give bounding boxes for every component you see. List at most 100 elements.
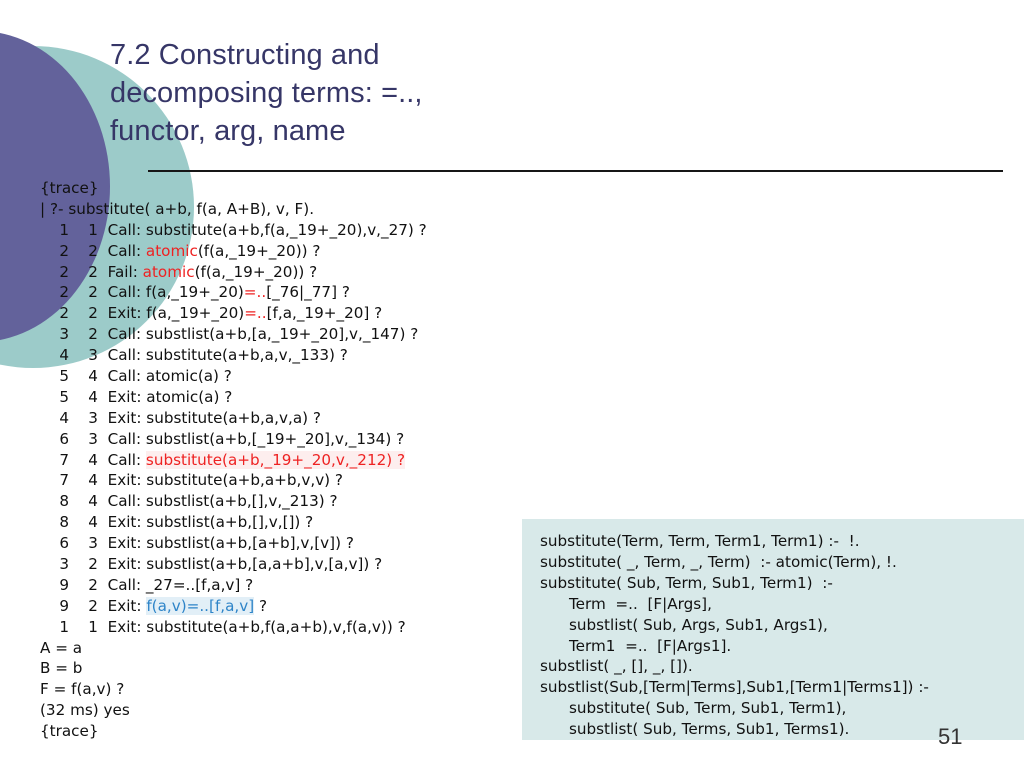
trace-indent <box>40 429 59 450</box>
trace-text: [_76|_77] ? <box>266 283 350 302</box>
trace-indent <box>40 408 59 429</box>
trace-highlight-token: f(a,v)=..[f,a,v] <box>146 596 255 615</box>
trace-indent <box>40 366 59 387</box>
trace-line: 8 4 Exit: substlist(a+b,[],v,[]) ? <box>40 512 427 533</box>
trace-indent <box>40 324 59 345</box>
trace-text: {trace} <box>40 722 99 741</box>
trace-line: 2 2 Exit: f(a,_19+_20)=..[f,a,_19+_20] ? <box>40 303 427 324</box>
trace-indent <box>40 617 59 638</box>
trace-text: A = a <box>40 638 83 657</box>
trace-line: 6 3 Exit: substlist(a+b,[a+b],v,[v]) ? <box>40 533 427 554</box>
trace-highlight-token: atomic <box>145 241 198 260</box>
trace-line: 7 4 Exit: substitute(a+b,a+b,v,v) ? <box>40 470 427 491</box>
trace-text: 3 2 Exit: substlist(a+b,[a,a+b],v,[a,v])… <box>59 555 383 574</box>
trace-line: 8 4 Call: substlist(a+b,[],v,_213) ? <box>40 491 427 512</box>
trace-highlight-token: substitute(a+b,_19+_20,v,_212) ? <box>145 450 406 469</box>
code-line: substlist( Sub, Terms, Sub1, Terms1). <box>540 720 850 739</box>
trace-text: 9 2 Call: _27=..[f,a,v] ? <box>59 575 254 594</box>
trace-text: | ?- substitute( a+b, f(a, A+B), v, F). <box>40 199 315 218</box>
code-line: substitute( Sub, Term, Sub1, Term1) :- <box>540 573 833 592</box>
code-line: substitute( Sub, Term, Sub1, Term1), <box>540 699 847 718</box>
trace-text: 4 3 Exit: substitute(a+b,a,v,a) ? <box>59 408 321 427</box>
decorative-circles <box>0 0 340 430</box>
code-line: substlist( Sub, Args, Sub1, Args1), <box>540 615 828 634</box>
slide-title: 7.2 Constructing and decomposing terms: … <box>110 39 423 147</box>
trace-line: {trace} <box>40 721 427 742</box>
trace-text: 8 4 Exit: substlist(a+b,[],v,[]) ? <box>59 513 314 532</box>
trace-line: 5 4 Call: atomic(a) ? <box>40 366 427 387</box>
trace-text: 8 4 Call: substlist(a+b,[],v,_213) ? <box>59 492 338 511</box>
trace-text: 4 3 Call: substitute(a+b,a,v,_133) ? <box>59 346 348 365</box>
trace-line: 1 1 Exit: substitute(a+b,f(a,a+b),v,f(a,… <box>40 617 427 638</box>
trace-line: 3 2 Exit: substlist(a+b,[a,a+b],v,[a,v])… <box>40 554 427 575</box>
trace-text: F = f(a,v) ? <box>40 680 125 699</box>
trace-line: (32 ms) yes <box>40 700 427 721</box>
trace-text: 6 3 Exit: substlist(a+b,[a+b],v,[v]) ? <box>59 534 354 553</box>
trace-text: 2 2 Call: <box>59 241 146 260</box>
trace-text: 3 2 Call: substlist(a+b,[a,_19+_20],v,_1… <box>59 325 419 344</box>
trace-indent <box>40 282 59 303</box>
trace-line: 9 2 Exit: f(a,v)=..[f,a,v] ? <box>40 596 427 617</box>
trace-indent <box>40 303 59 324</box>
trace-text: 1 1 Exit: substitute(a+b,f(a,a+b),v,f(a,… <box>59 617 406 636</box>
code-line: Term1 =.. [F|Args1]. <box>540 636 732 655</box>
trace-text: B = b <box>40 659 83 678</box>
code-line: Term =.. [F|Args], <box>540 594 712 613</box>
trace-line: 2 2 Call: atomic(f(a,_19+_20)) ? <box>40 241 427 262</box>
trace-indent <box>40 241 59 262</box>
trace-text: (f(a,_19+_20)) ? <box>194 262 318 281</box>
trace-indent <box>40 345 59 366</box>
trace-line: 9 2 Call: _27=..[f,a,v] ? <box>40 575 427 596</box>
trace-indent <box>40 387 59 408</box>
trace-indent <box>40 596 59 617</box>
trace-text: {trace} <box>40 179 99 197</box>
trace-line: | ?- substitute( a+b, f(a, A+B), v, F). <box>40 199 427 220</box>
prolog-trace-output: {trace} | ?- substitute( a+b, f(a, A+B), … <box>40 178 427 742</box>
code-line: substitute(Term, Term, Term1, Term1) :- … <box>540 532 860 550</box>
trace-text: 5 4 Call: atomic(a) ? <box>59 367 232 386</box>
trace-indent <box>40 262 59 283</box>
trace-line: F = f(a,v) ? <box>40 679 427 700</box>
trace-text: 9 2 Exit: <box>59 596 147 615</box>
trace-text: 7 4 Exit: substitute(a+b,a+b,v,v) ? <box>59 471 343 490</box>
trace-line: 5 4 Exit: atomic(a) ? <box>40 387 427 408</box>
title-divider-rule <box>148 170 1003 172</box>
trace-line: {trace} <box>40 178 427 199</box>
trace-line: 1 1 Call: substitute(a+b,f(a,_19+_20),v,… <box>40 220 427 241</box>
prolog-source-code-panel: substitute(Term, Term, Term1, Term1) :- … <box>522 519 1024 740</box>
code-line: substlist( _, [], _, []). <box>540 657 693 676</box>
trace-text: 5 4 Exit: atomic(a) ? <box>59 387 233 406</box>
trace-text: [f,a,_19+_20] ? <box>266 304 383 323</box>
code-line: substitute( _, Term, _, Term) :- atomic(… <box>540 552 897 571</box>
trace-indent <box>40 554 59 575</box>
trace-line: 4 3 Call: substitute(a+b,a,v,_133) ? <box>40 345 427 366</box>
trace-indent <box>40 220 59 241</box>
trace-text: 6 3 Call: substlist(a+b,[_19+_20],v,_134… <box>59 429 405 448</box>
trace-line: 3 2 Call: substlist(a+b,[a,_19+_20],v,_1… <box>40 324 427 345</box>
trace-indent <box>40 450 59 471</box>
trace-line: 4 3 Exit: substitute(a+b,a,v,a) ? <box>40 408 427 429</box>
trace-line: 7 4 Call: substitute(a+b,_19+_20,v,_212)… <box>40 450 427 471</box>
trace-indent <box>40 512 59 533</box>
trace-text: 1 1 Call: substitute(a+b,f(a,_19+_20),v,… <box>59 220 427 239</box>
trace-text: 2 2 Call: f(a,_19+_20) <box>59 283 244 302</box>
code-line: substlist(Sub,[Term|Terms],Sub1,[Term1|T… <box>540 678 929 697</box>
trace-indent <box>40 575 59 596</box>
trace-text: 7 4 Call: <box>59 450 146 469</box>
trace-indent <box>40 533 59 554</box>
trace-line: 6 3 Call: substlist(a+b,[_19+_20],v,_134… <box>40 429 427 450</box>
trace-indent <box>40 470 59 491</box>
trace-line: 2 2 Call: f(a,_19+_20)=..[_76|_77] ? <box>40 282 427 303</box>
trace-indent <box>40 491 59 512</box>
page-number: 51 <box>938 724 963 749</box>
trace-text: ? <box>254 596 268 615</box>
trace-line: A = a <box>40 638 427 659</box>
trace-text: (32 ms) yes <box>40 701 130 720</box>
trace-text: 2 2 Fail: <box>59 262 143 281</box>
trace-line: B = b <box>40 658 427 679</box>
trace-line: 2 2 Fail: atomic(f(a,_19+_20)) ? <box>40 262 427 283</box>
trace-text: 2 2 Exit: f(a,_19+_20) <box>59 304 245 323</box>
trace-highlight-token: =.. <box>244 304 267 323</box>
trace-highlight-token: atomic <box>142 262 195 281</box>
trace-highlight-token: =.. <box>243 283 267 302</box>
